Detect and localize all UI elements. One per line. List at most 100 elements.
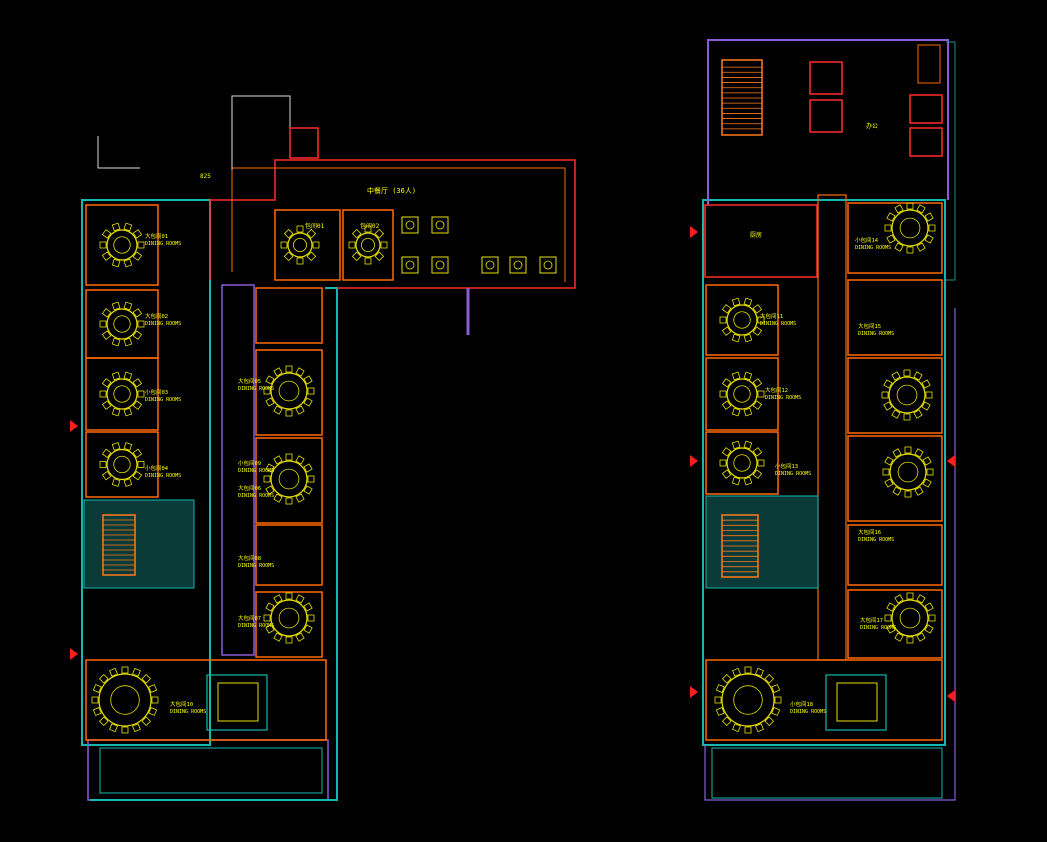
left-square-table-center (405, 220, 415, 230)
right-table-b1-chair (906, 202, 914, 210)
left-table-1-chair (111, 258, 121, 268)
right-room-b2 (847, 279, 943, 356)
left-table-big-chair (132, 723, 141, 733)
left-room-b2 (255, 349, 323, 436)
right-table-1-lazy-susan (733, 311, 751, 329)
right-stair-steps (722, 519, 758, 573)
right-room-b5 (847, 524, 943, 586)
right-table-b2-chair (903, 413, 911, 421)
left-room-label-4-en: DINING ROOMS (145, 473, 181, 479)
right-table-2-chair (731, 371, 741, 381)
left-table-1 (99, 222, 145, 268)
left-table-4 (99, 442, 145, 487)
right-table-b1-chair (916, 242, 926, 252)
left-table-4-lazy-susan (113, 455, 131, 474)
left-table-4-chair (101, 470, 112, 481)
left-table-b2-chair (295, 493, 305, 503)
right-table-2-chair (752, 378, 763, 388)
right-room-label-2-en: DINING ROOMS (765, 395, 801, 401)
left-table-4-chair (123, 442, 133, 451)
right-table-b2-chair (881, 391, 889, 399)
right-table-big-chair (714, 696, 722, 704)
left-bottom-sofa-inner (217, 682, 259, 722)
left-table-3-top (106, 378, 138, 410)
left-table-2-chair (111, 301, 121, 311)
right-table-b1-chair (924, 212, 934, 222)
left-table-4-chair (137, 461, 145, 468)
left-table-3-chair (111, 371, 121, 381)
right-table-b1-lazy-susan (899, 217, 921, 239)
right-table-3-chair (752, 469, 763, 479)
left-table-2 (99, 301, 145, 347)
left-table-b3-chair (303, 602, 313, 612)
left-table-b2-lazy-susan (278, 468, 300, 490)
left-table-b1-chair (295, 367, 305, 377)
left-table-4-chair (132, 448, 143, 459)
left-top-white-wall-2 (97, 136, 140, 169)
left-table-b3-chair (303, 624, 313, 634)
right-stair-core (705, 495, 819, 589)
left-table-1-chair (132, 229, 143, 239)
left-table-b3-chair (273, 632, 283, 642)
round-tables-layer (91, 202, 936, 734)
right-table-b4-chair (886, 602, 896, 612)
right-table-3-chair (743, 476, 753, 486)
left-east-wall (90, 287, 338, 801)
left-table-b3-chair (285, 592, 293, 600)
left-table-b3-chair (265, 624, 275, 634)
right-table-b2-chair (921, 401, 931, 411)
left-table-4-chair (101, 448, 112, 459)
right-table-1 (719, 297, 765, 343)
right-table-b4-chair (884, 614, 892, 622)
left-table-4-chair (123, 478, 133, 487)
left-table-b2-chair (265, 463, 275, 473)
left-top-white-wall (231, 95, 291, 170)
left-table-b2-chair (263, 475, 271, 483)
right-table-b2-chair (891, 371, 901, 381)
right-stair-top (721, 59, 763, 136)
right-table-3-chair (731, 440, 741, 450)
left-corridor-label: 中餐厅 (36人) (367, 186, 416, 195)
left-table-b1 (263, 365, 315, 417)
left-table-b2-top (270, 460, 308, 498)
right-table-big-chair (764, 716, 775, 727)
right-table-b3-chair (884, 456, 894, 466)
right-table-big-chair (744, 666, 752, 674)
right-room-label-1-en: DINING ROOMS (760, 321, 796, 327)
left-table-b1-chair (307, 387, 315, 395)
right-table-b2-chair (903, 369, 911, 377)
left-level-mark: 825 (200, 173, 211, 180)
right-table-2-chair (743, 407, 753, 417)
left-table-top-1-chair (283, 228, 294, 239)
right-room-3 (705, 431, 779, 495)
left-table-top-2-chair (374, 228, 385, 239)
left-table-2-chair (111, 337, 121, 347)
left-table-b3-chair (273, 594, 283, 604)
left-table-3-chair (132, 378, 143, 388)
right-table-big-chair (721, 716, 732, 727)
left-table-4-chair (111, 442, 121, 451)
right-table-b3-chair (892, 486, 902, 496)
left-table-big-chair (121, 666, 129, 674)
left-north-wing (209, 159, 576, 289)
left-room-label-6-en: DINING ROOMS (238, 493, 274, 499)
left-table-big-chair (141, 673, 152, 684)
left-table-b2-chair (303, 485, 313, 495)
right-room-b4 (847, 435, 943, 522)
right-table-3-chair (721, 447, 732, 457)
left-room-b5 (255, 591, 323, 658)
right-marker-2 (690, 455, 698, 467)
right-bottom-outline (704, 308, 956, 801)
right-top-wing (707, 39, 949, 205)
left-table-b3-chair (295, 632, 305, 642)
right-marker-3 (690, 686, 698, 698)
left-table-3-lazy-susan (113, 385, 131, 403)
left-table-big-chair (92, 707, 102, 716)
right-table-b2-top (888, 376, 926, 414)
right-table-b1-chair (916, 204, 926, 214)
right-table-b1-chair (884, 224, 892, 232)
left-table-big-lazy-susan (110, 685, 140, 715)
right-table-b1-top (891, 209, 929, 247)
right-table-2-lazy-susan (733, 385, 751, 403)
left-room-label-2-en: DINING ROOMS (145, 321, 181, 327)
